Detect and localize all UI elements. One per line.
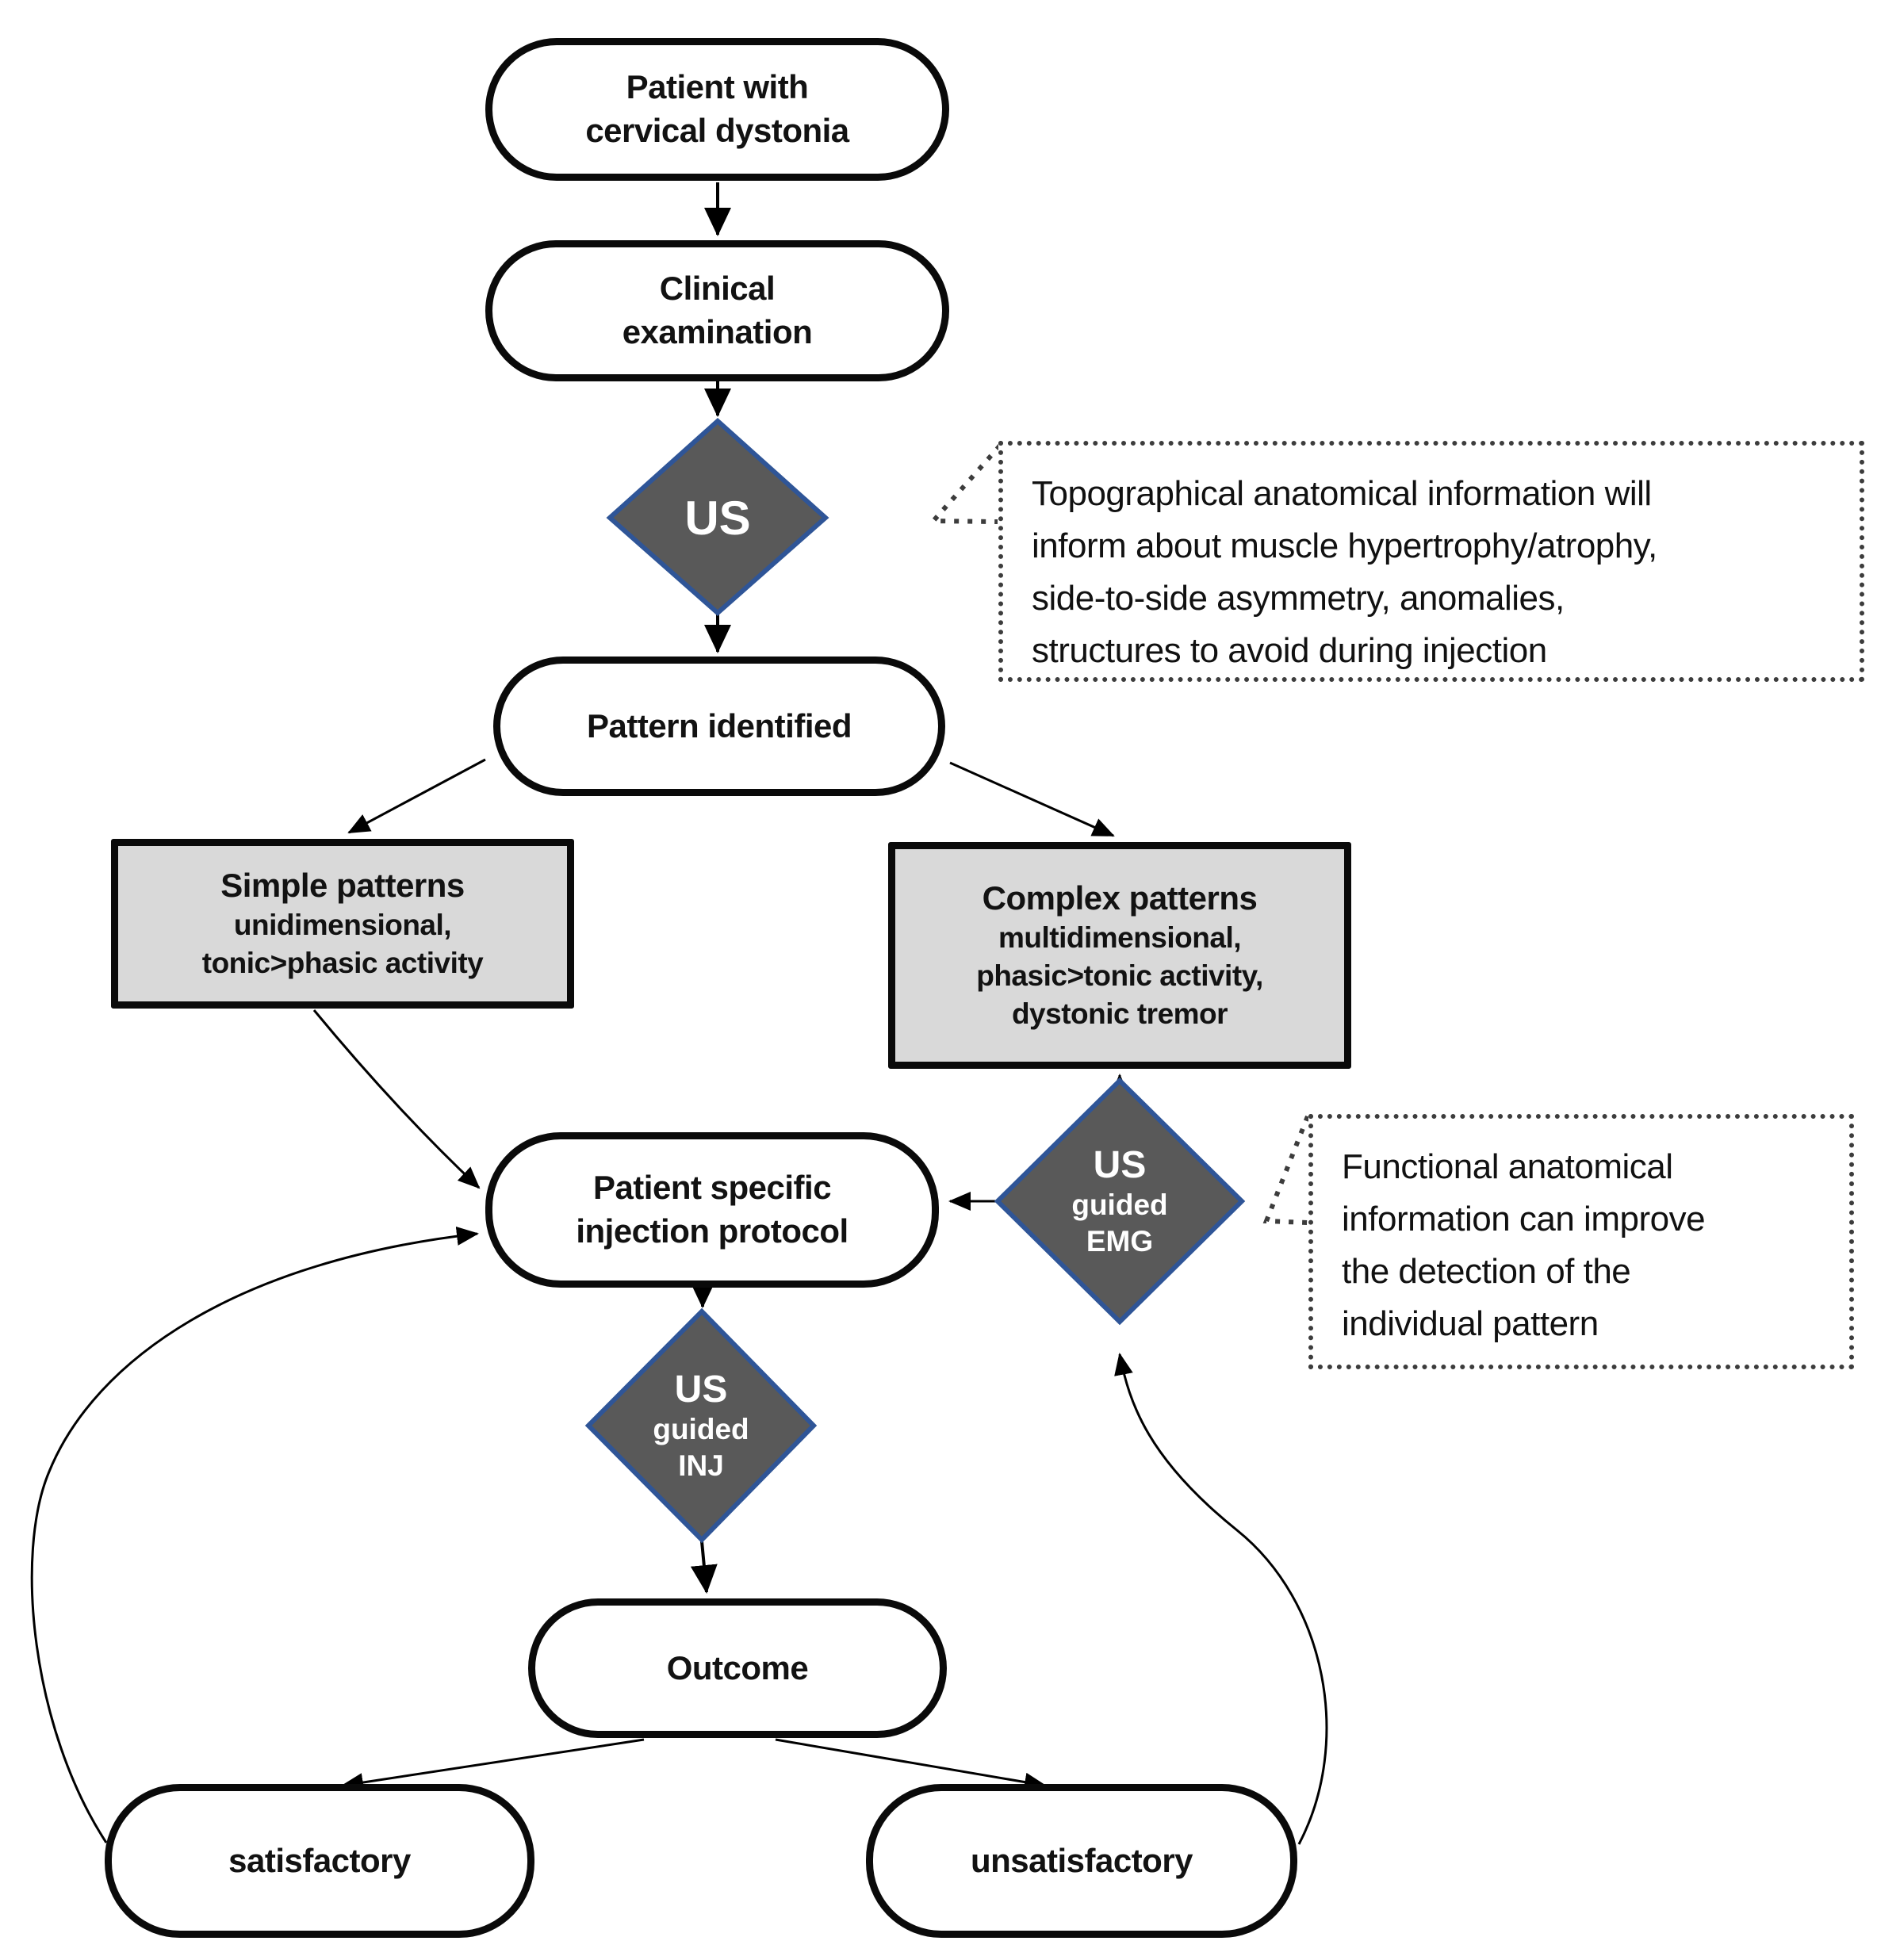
callout-functional-text: Functional anatomical information can im…	[1342, 1147, 1706, 1343]
node-patient-label: Patient with cervical dystonia	[585, 68, 849, 149]
node-complex-patterns-title: Complex patterns	[982, 879, 1258, 917]
arrow-pattern-to-complex	[949, 761, 1115, 837]
node-clinical-examination-label: Clinical examination	[622, 270, 813, 350]
us-guided-emg-body: guided EMG	[1071, 1189, 1168, 1258]
node-injection-protocol-label: Patient specific injection protocol	[576, 1169, 848, 1250]
us-guided-inj-label: US guided INJ	[588, 1311, 814, 1540]
node-simple-patterns: Simple patterns unidimensional, tonic>ph…	[111, 839, 574, 1009]
callout-topographical-text: Topographical anatomical information wil…	[1032, 474, 1657, 670]
us-guided-inj-body: guided INJ	[653, 1413, 749, 1482]
us-diamond-shape	[606, 417, 829, 617]
node-pattern-identified-label: Pattern identified	[586, 706, 852, 745]
us-guided-inj-diamond-shape	[584, 1307, 818, 1544]
us-diamond-label: US	[610, 423, 826, 613]
arrow-unsatisfactory-to-emg	[1114, 1353, 1328, 1845]
us-guided-emg-title: US	[1093, 1144, 1147, 1187]
arrow-inj-to-outcome	[690, 1541, 718, 1594]
node-clinical-examination: Clinical examination	[485, 240, 949, 381]
us-guided-inj-title: US	[674, 1369, 728, 1411]
us-diamond-text: US	[684, 491, 751, 545]
node-satisfactory: satisfactory	[105, 1784, 534, 1938]
callout-topographical: Topographical anatomical information wil…	[998, 441, 1864, 682]
node-injection-protocol: Patient specific injection protocol	[485, 1132, 939, 1288]
node-satisfactory-label: satisfactory	[228, 1841, 411, 1879]
node-simple-patterns-body: unidimensional, tonic>phasic activity	[201, 909, 484, 980]
node-unsatisfactory: unsatisfactory	[866, 1784, 1297, 1938]
callout-topographical-tail	[928, 444, 1002, 524]
node-complex-patterns: Complex patterns multidimensional, phasi…	[888, 842, 1351, 1069]
arrow-outcome-to-unsatisfactory	[775, 1738, 1047, 1792]
node-complex-patterns-body: multidimensional, phasic>tonic activity,…	[976, 921, 1263, 1031]
arrow-satisfactory-to-protocol	[30, 1226, 479, 1843]
node-unsatisfactory-label: unsatisfactory	[970, 1841, 1193, 1879]
us-guided-emg-diamond-shape	[994, 1077, 1246, 1326]
node-pattern-identified: Pattern identified	[493, 657, 945, 796]
node-patient: Patient with cervical dystonia	[485, 38, 949, 181]
callout-functional: Functional anatomical information can im…	[1308, 1114, 1854, 1369]
arrow-simple-to-protocol	[312, 1009, 481, 1189]
callout-functional-tail	[1262, 1115, 1310, 1225]
arrow-pattern-to-simple	[347, 758, 486, 834]
node-simple-patterns-title: Simple patterns	[220, 866, 465, 904]
node-outcome: Outcome	[528, 1598, 947, 1738]
node-outcome-label: Outcome	[666, 1648, 809, 1686]
us-guided-emg-label: US guided EMG	[998, 1081, 1242, 1322]
arrow-outcome-to-satisfactory	[341, 1738, 645, 1792]
